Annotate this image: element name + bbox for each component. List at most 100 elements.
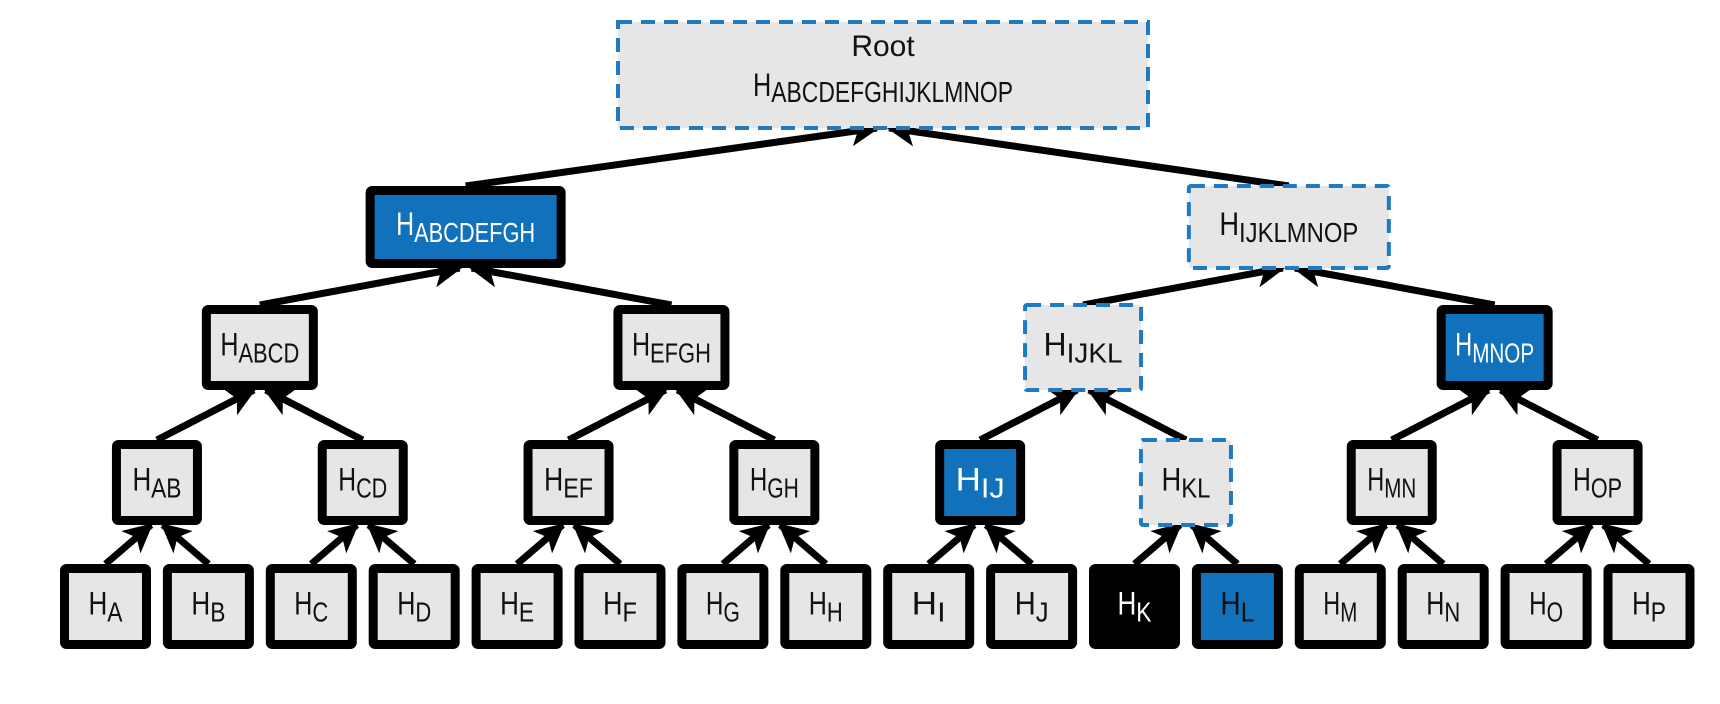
node-box: [1603, 564, 1695, 649]
node-label-prefix: H: [500, 586, 519, 622]
node-box: [1089, 564, 1180, 649]
edge-arrow: [155, 386, 257, 444]
node-h-e: HE: [471, 564, 563, 649]
node-label-subscript: D: [415, 597, 431, 628]
edge-arrow: [259, 258, 463, 309]
node-h-kl: HKL: [1138, 438, 1233, 527]
node-label: HE: [500, 586, 534, 628]
node-label: HABCD: [220, 327, 299, 369]
edges: [103, 117, 1652, 567]
node-label-prefix: H: [89, 586, 108, 622]
node-h-l: HL: [1191, 564, 1283, 649]
node-h-n: HN: [1397, 564, 1489, 649]
root-hash-prefix: H: [753, 67, 771, 103]
node-h-g: HG: [677, 564, 769, 649]
node-label-prefix: H: [1044, 327, 1067, 363]
node-label-subscript: IJKL: [1067, 338, 1123, 369]
node-label-subscript: OP: [1591, 473, 1622, 504]
node-label-prefix: H: [1529, 586, 1547, 622]
node-box: [1436, 305, 1553, 390]
node-label: HIJKLMNOP: [1219, 206, 1358, 248]
node-h-a: HA: [60, 564, 151, 649]
node-label: HD: [397, 586, 431, 628]
node-box: [986, 564, 1078, 649]
edge-arrow: [674, 386, 776, 444]
node-h-k: HK: [1089, 564, 1180, 649]
node-label-subscript: C: [312, 597, 328, 628]
node-label: HL: [1220, 586, 1254, 628]
node-label: HH: [809, 586, 843, 628]
node-label-prefix: H: [603, 586, 623, 622]
node-label: HG: [706, 586, 740, 628]
node-label-subscript: EF: [563, 473, 593, 504]
node-label-prefix: H: [750, 462, 767, 498]
node-label: HMNOP: [1455, 327, 1534, 369]
node-label-prefix: H: [397, 586, 415, 622]
node-box: [1500, 564, 1592, 649]
edge-arrow: [1543, 522, 1594, 567]
node-h-abcd: HABCD: [201, 305, 318, 390]
edge-arrow: [468, 258, 673, 309]
edge-arrow: [1132, 522, 1183, 567]
node-h-d: HD: [368, 564, 460, 649]
node-box: [265, 564, 357, 649]
node-box: [162, 564, 254, 649]
node-label: HM: [1323, 586, 1357, 628]
edge-arrow: [514, 522, 565, 567]
edge-arrow: [1395, 522, 1446, 567]
node-label: HMN: [1367, 462, 1416, 504]
node-label: HKL: [1161, 462, 1210, 504]
node-label: HIJ: [956, 462, 1005, 504]
node-label-prefix: H: [1426, 586, 1444, 622]
node-label-prefix: H: [1323, 586, 1340, 622]
node-label-subscript: ABCDEFGH: [414, 217, 535, 248]
node-label-subscript: K: [1136, 597, 1151, 628]
node-label-prefix: H: [1632, 586, 1651, 622]
node-h-mn: HMN: [1346, 440, 1437, 525]
node-label-prefix: H: [220, 327, 238, 363]
node-h-h: HH: [780, 564, 872, 649]
edge-arrow: [566, 386, 669, 444]
node-h-ab: HAB: [111, 440, 202, 525]
node-h-mnop: HMNOP: [1436, 305, 1553, 390]
edge-arrow: [1601, 522, 1652, 567]
node-h-efgh: HEFGH: [613, 305, 730, 390]
node-label: HOP: [1573, 462, 1622, 504]
node-label-subscript: F: [623, 597, 637, 628]
node-label-prefix: H: [396, 206, 414, 242]
edge-arrow: [978, 386, 1080, 444]
node-label-subscript: H: [827, 597, 843, 628]
node-h-c: HC: [265, 564, 357, 649]
root-label: Root: [851, 30, 915, 63]
node-label-subscript: G: [723, 597, 739, 628]
edge-arrow: [572, 522, 623, 567]
node-h-ij: HIJ: [935, 440, 1026, 525]
edge-arrow: [160, 522, 211, 567]
node-box: [1186, 184, 1391, 270]
node-label-prefix: H: [1220, 586, 1240, 622]
node-box: [368, 564, 460, 649]
edge-arrow: [1082, 258, 1286, 309]
edge-arrow: [1189, 522, 1240, 567]
node-h-o: HO: [1500, 564, 1592, 649]
root-hash-label: HABCDEFGHIJKLMNOP: [753, 67, 1013, 109]
node-label: HB: [191, 586, 225, 628]
node-box: [780, 564, 872, 649]
node-label-subscript: M: [1340, 597, 1357, 628]
node-label-subscript: IJ: [981, 473, 1005, 504]
node-label: HA: [89, 586, 123, 628]
edge-arrow: [926, 522, 977, 567]
edge-arrow: [778, 522, 829, 567]
node-label: HO: [1529, 586, 1563, 628]
edge-arrow: [1086, 386, 1188, 444]
node-label: HN: [1426, 586, 1460, 628]
node-label-subscript: ABCD: [238, 338, 299, 369]
node-h-abcdefgh: HABCDEFGH: [365, 186, 566, 268]
node-box: [1346, 440, 1437, 525]
node-label-prefix: H: [1573, 462, 1591, 498]
node-box: [883, 564, 975, 649]
node-label-prefix: H: [1367, 462, 1384, 498]
node-label-prefix: H: [1455, 327, 1472, 363]
